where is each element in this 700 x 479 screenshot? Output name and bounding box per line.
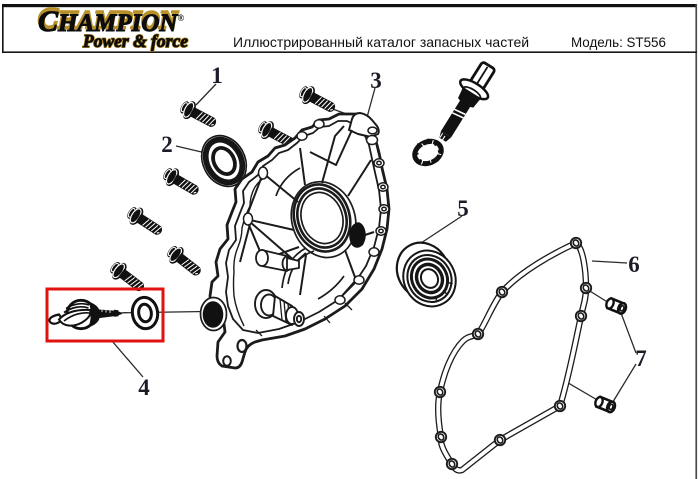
svg-text:6: 6 — [628, 252, 640, 277]
svg-text:1: 1 — [211, 63, 223, 88]
svg-text:4: 4 — [138, 375, 150, 400]
svg-text:2: 2 — [161, 132, 173, 157]
svg-text:3: 3 — [370, 68, 382, 93]
svg-text:5: 5 — [457, 196, 469, 221]
svg-text:7: 7 — [635, 346, 647, 371]
